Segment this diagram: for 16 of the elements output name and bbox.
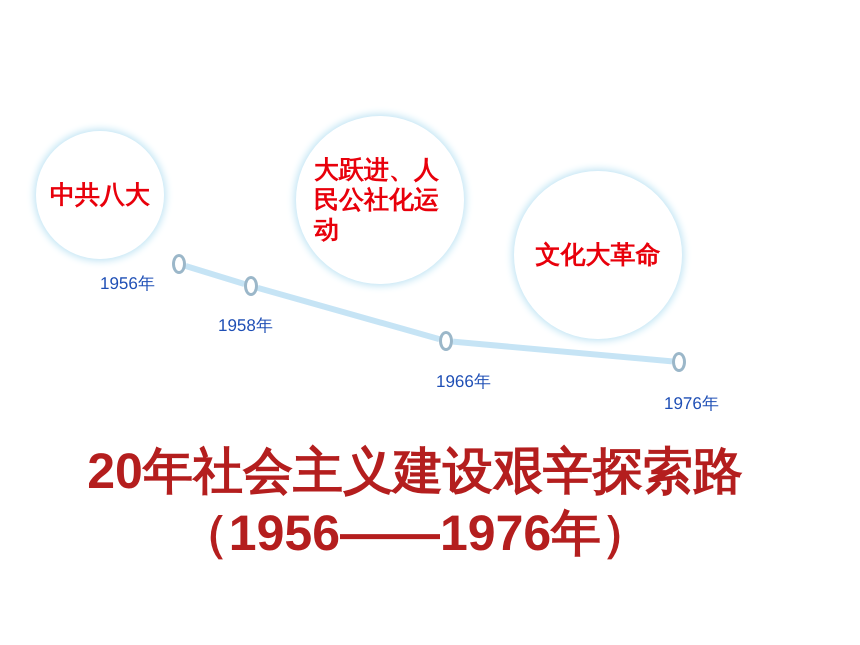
timeline-marker <box>172 254 186 274</box>
year-label: 1958年 <box>218 315 273 337</box>
year-label: 1966年 <box>436 371 491 393</box>
title: 20年社会主义建设艰辛探索路（1956——1976年） <box>86 442 744 563</box>
event-label: 大跃进、人民公社化运动 <box>314 155 440 245</box>
event-bubble <box>36 131 164 259</box>
event-label: 中共八大 <box>49 180 151 210</box>
year-label: 1976年 <box>664 393 719 415</box>
event-label: 文化大革命 <box>534 240 662 270</box>
timeline-marker <box>244 276 258 296</box>
timeline-line <box>256 285 440 342</box>
timeline-line <box>184 263 246 287</box>
timeline-line <box>452 338 672 364</box>
timeline-marker <box>439 331 453 351</box>
timeline-marker <box>672 352 686 372</box>
year-label: 1956年 <box>100 273 155 295</box>
